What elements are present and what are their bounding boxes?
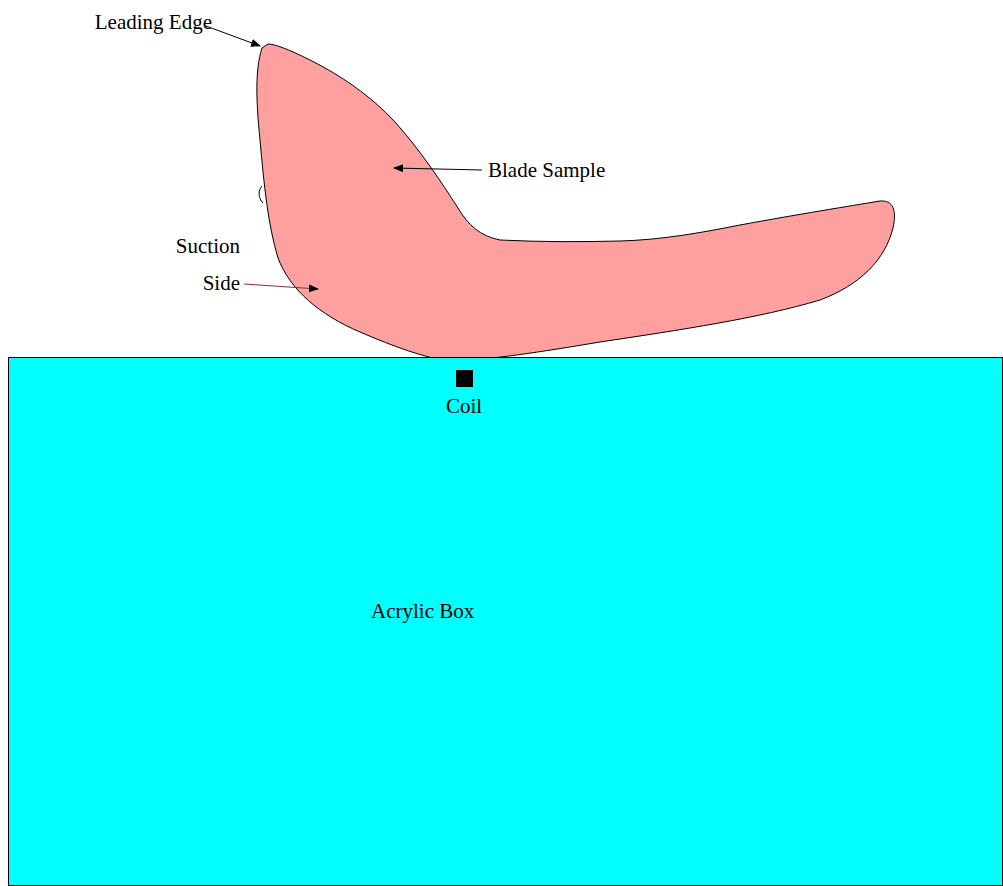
coil-symbol	[456, 370, 473, 387]
blade-sample-shape	[257, 44, 895, 361]
coil-label: Coil	[446, 393, 482, 419]
leader-line	[206, 26, 260, 46]
box-label: Acrylic Box	[371, 598, 474, 624]
part-label: Blade Sample	[488, 152, 658, 189]
leader-line	[244, 284, 318, 289]
acrylic-box: Acrylic Box Coil	[8, 357, 1003, 886]
part-label: Leading Edge	[72, 4, 212, 41]
blade-notch	[259, 186, 263, 203]
leader-line	[394, 168, 482, 170]
part-label: Suction Side	[150, 228, 240, 302]
coil-node: Coil	[439, 370, 489, 419]
